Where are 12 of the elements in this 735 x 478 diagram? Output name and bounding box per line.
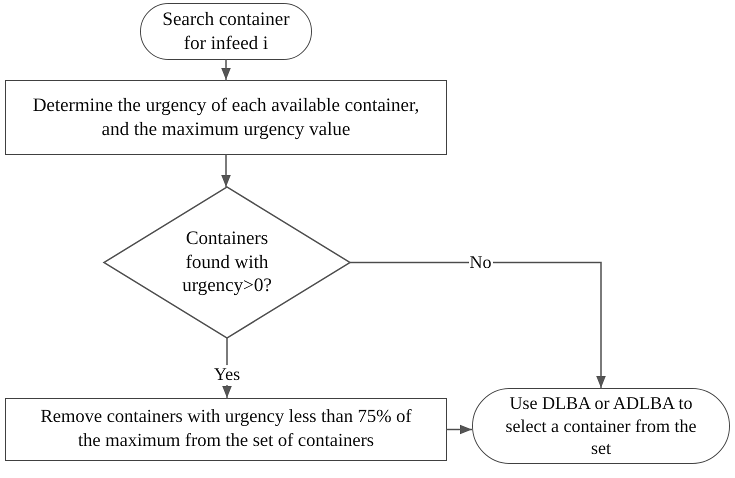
node-text: Containers found with urgency>0? <box>181 226 273 298</box>
arrow <box>350 262 606 388</box>
node-text: Use DLBA or ADLBA to select a container from the set <box>504 392 698 460</box>
process-box <box>5 80 447 155</box>
arrow <box>221 155 231 187</box>
arrow <box>221 60 231 80</box>
edge-label: Yes <box>212 365 242 385</box>
node-text: Search container for infeed i <box>161 8 291 56</box>
process-box <box>5 398 447 461</box>
node-text: Remove containers with urgency less than 75% of the maximum from the set of containers <box>39 406 413 452</box>
node-text: Determine the urgency of each available container, and the maximum urgency value <box>32 94 420 142</box>
arrow <box>447 424 472 434</box>
